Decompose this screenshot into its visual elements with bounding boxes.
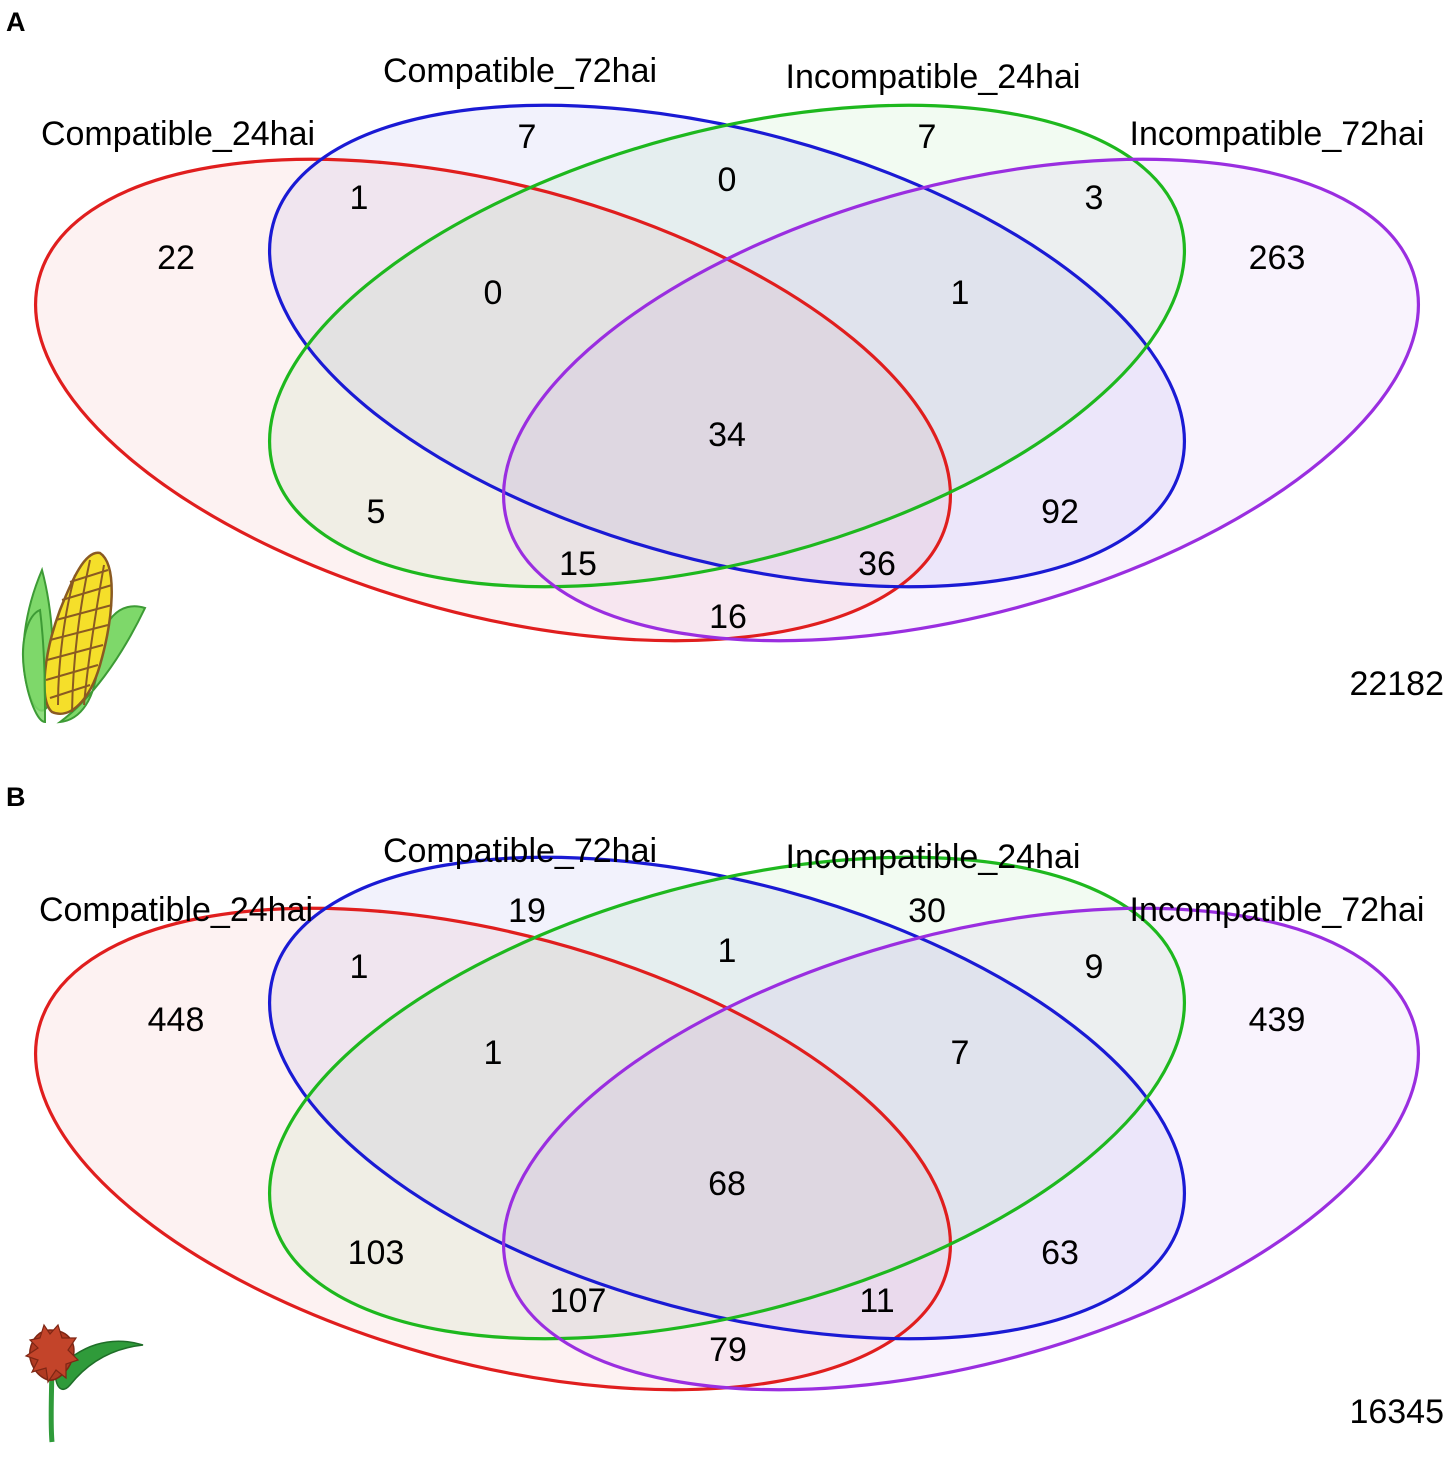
panel-b-count-c24-i72: 79 xyxy=(709,1331,747,1369)
panel-a-ellipse-incompatible-72hai xyxy=(502,157,1420,643)
panel-a-ellipse-outlines xyxy=(34,103,1420,643)
panel-a: A Compatible_24hai Compatible_72hai Inco… xyxy=(6,7,1444,724)
panel-a-count-c24-i72: 16 xyxy=(709,598,747,636)
panel-b-letter: B xyxy=(6,782,26,812)
panel-b-count-i72-only: 439 xyxy=(1249,1001,1306,1039)
panel-a-count-i72-only: 263 xyxy=(1249,239,1306,277)
panel-b-count-outside: 16345 xyxy=(1349,1393,1444,1431)
panel-a-region-counts: 22 7 7 263 1 0 3 0 1 34 5 92 15 36 16 xyxy=(157,118,1305,636)
panel-a-ellipse-fills xyxy=(35,105,1419,641)
panel-a-fill-incompatible-72hai xyxy=(503,159,1419,641)
panel-a-count-c72-i24-i72: 1 xyxy=(951,274,970,312)
panel-a-ellipse-compatible-24hai xyxy=(34,157,952,643)
panel-b-ellipse-compatible-24hai xyxy=(34,906,952,1392)
panel-b-count-c72-i72: 63 xyxy=(1041,1234,1079,1272)
panel-b: B Compatible_24hai Compatible_72hai Inco… xyxy=(6,782,1444,1443)
panel-a-label-incompatible-72hai: Incompatible_72hai xyxy=(1130,115,1425,153)
sorghum-plant-icon xyxy=(24,1323,144,1443)
panel-a-fill-compatible-24hai xyxy=(35,159,951,641)
panel-a-count-i24-only: 7 xyxy=(918,118,937,156)
panel-b-fill-compatible-24hai xyxy=(35,908,951,1390)
panel-a-label-compatible-24hai: Compatible_24hai xyxy=(41,115,315,153)
panel-b-count-i24-only: 30 xyxy=(908,892,946,930)
panel-a-set-labels: Compatible_24hai Compatible_72hai Incomp… xyxy=(41,52,1424,153)
panel-a-letter: A xyxy=(6,7,26,37)
panel-b-count-c24-c72: 1 xyxy=(350,948,369,986)
panel-a-count-all-four: 34 xyxy=(708,416,746,454)
panel-a-ellipse-compatible-72hai xyxy=(268,103,1186,589)
panel-a-count-c24-c72: 1 xyxy=(350,179,369,217)
panel-b-label-incompatible-72hai: Incompatible_72hai xyxy=(1130,891,1425,929)
panel-b-fill-compatible-72hai xyxy=(269,857,1185,1339)
panel-a-count-c24-c72-i72: 36 xyxy=(858,545,896,583)
panel-a-count-c72-i24: 0 xyxy=(718,161,737,199)
panel-a-label-compatible-72hai: Compatible_72hai xyxy=(383,52,657,90)
panel-b-count-c72-i24-i72: 7 xyxy=(951,1034,970,1072)
panel-b-count-c24-i24-i72: 107 xyxy=(550,1282,607,1320)
panel-a-count-c24-c72-i24: 0 xyxy=(484,274,503,312)
panel-b-count-c24-c72-i72: 11 xyxy=(859,1282,894,1320)
panel-a-count-outside: 22182 xyxy=(1349,665,1444,703)
panel-b-fill-incompatible-72hai xyxy=(503,908,1419,1390)
panel-b-count-i24-i72: 9 xyxy=(1085,948,1104,986)
panel-b-label-compatible-72hai: Compatible_72hai xyxy=(383,832,657,870)
panel-a-count-c72-i72: 92 xyxy=(1041,493,1079,531)
panel-b-fill-incompatible-24hai xyxy=(269,857,1185,1339)
panel-a-label-incompatible-24hai: Incompatible_24hai xyxy=(786,58,1081,96)
panel-a-count-c24-i24-i72: 15 xyxy=(559,545,597,583)
panel-b-ellipse-compatible-72hai xyxy=(268,855,1186,1341)
panel-b-set-labels: Compatible_24hai Compatible_72hai Incomp… xyxy=(39,832,1424,929)
panel-a-fill-incompatible-24hai xyxy=(269,105,1185,587)
panel-b-ellipse-incompatible-24hai xyxy=(268,855,1186,1341)
panel-a-fill-compatible-72hai xyxy=(269,105,1185,587)
panel-b-count-all-four: 68 xyxy=(708,1165,746,1203)
panel-b-count-c24-i24: 103 xyxy=(348,1234,405,1272)
panel-a-ellipse-incompatible-24hai xyxy=(268,103,1186,589)
panel-b-ellipse-fills xyxy=(35,857,1419,1390)
panel-b-count-c24-only: 448 xyxy=(148,1001,205,1039)
panel-a-count-i24-i72: 3 xyxy=(1085,179,1104,217)
panel-a-count-c72-only: 7 xyxy=(518,118,537,156)
panel-b-count-c24-c72-i24: 1 xyxy=(484,1034,503,1072)
panel-b-label-incompatible-24hai: Incompatible_24hai xyxy=(786,838,1081,876)
panel-b-ellipse-outlines xyxy=(34,855,1420,1392)
maize-cob-icon xyxy=(22,551,147,724)
panel-b-region-counts: 448 19 30 439 1 1 9 1 7 68 103 63 107 11… xyxy=(148,892,1306,1369)
panel-a-count-c24-only: 22 xyxy=(157,239,195,277)
panel-a-count-c24-i24: 5 xyxy=(367,493,386,531)
panel-b-count-c72-i24: 1 xyxy=(718,932,737,970)
panel-b-count-c72-only: 19 xyxy=(508,892,546,930)
panel-b-label-compatible-24hai: Compatible_24hai xyxy=(39,891,313,929)
panel-b-ellipse-incompatible-72hai xyxy=(502,906,1420,1392)
